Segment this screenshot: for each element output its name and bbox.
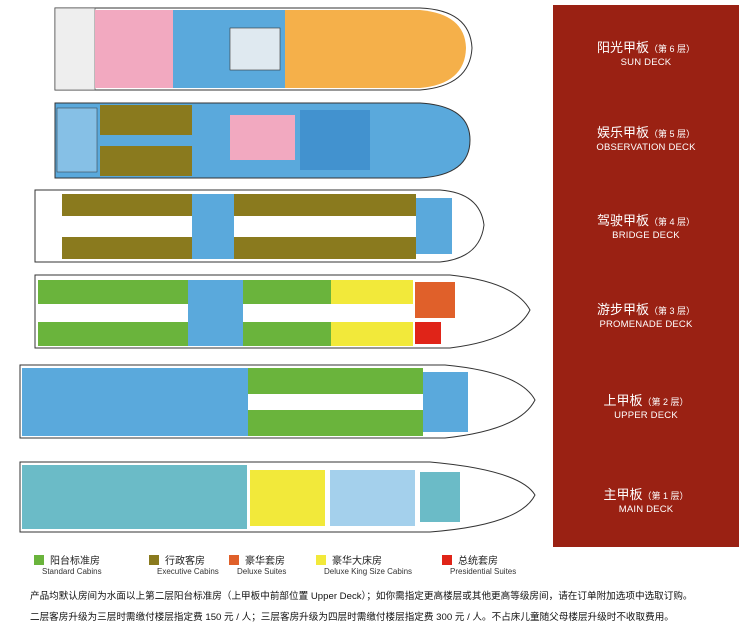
deck-label-sun: 阳光甲板（第 6 层） SUN DECK	[553, 40, 739, 69]
upper-standard-bottom	[248, 410, 423, 436]
upper-deck-plan	[19, 364, 536, 439]
deck-name-en: OBSERVATION DECK	[596, 142, 696, 153]
prom-standard-top-a	[38, 280, 188, 304]
prom-king-bottom	[331, 322, 413, 346]
sun-pink-area	[95, 10, 173, 88]
legend-label-cn: 豪华大床房	[332, 556, 382, 567]
deck-label-upper: 上甲板（第 2 层） UPPER DECK	[553, 393, 739, 422]
deck-level: （第 5 层）	[649, 129, 696, 139]
booking-note-line1: 产品均默认房间为水面以上第二层阳台标准房（上甲板中前部位置 Upper Deck…	[30, 591, 693, 602]
deck-name-en: UPPER DECK	[614, 410, 678, 421]
prom-standard-bottom-b	[243, 322, 331, 346]
obs-exec-row-top	[100, 105, 192, 135]
legend-label-cn: 阳台标准房	[50, 556, 100, 567]
legend-label-cn: 行政客房	[165, 556, 205, 567]
legend-label-en: Executive Cabins	[157, 567, 219, 576]
deck-level: （第 4 层）	[649, 217, 696, 227]
deck-plans	[19, 7, 536, 533]
legend-swatch	[442, 555, 452, 565]
obs-exec-row-bottom	[100, 146, 192, 176]
promenade-deck-plan	[34, 274, 531, 349]
legend-swatch	[149, 555, 159, 565]
prom-presidential-suite	[415, 322, 441, 344]
sun-orange-area	[285, 10, 466, 88]
deck-name-en: MAIN DECK	[618, 504, 674, 515]
deck-name-cn: 阳光甲板	[596, 40, 649, 55]
deck-label-main: 主甲板（第 1 层） MAIN DECK	[553, 487, 739, 516]
deck-name-cn: 上甲板	[603, 393, 643, 408]
legend-label-cn: 豪华套房	[245, 556, 285, 567]
main-king-area	[250, 470, 325, 526]
deck-name-cn: 驾驶甲板	[596, 213, 649, 228]
deck-name-en: PROMENADE DECK	[599, 319, 693, 330]
prom-standard-bottom-a	[38, 322, 188, 346]
legend-swatch	[34, 555, 44, 565]
deck-level: （第 3 层）	[649, 306, 696, 316]
deck-label-bridge: 驾驶甲板（第 4 层） BRIDGE DECK	[553, 213, 739, 242]
main-deck-plan	[19, 461, 536, 533]
deck-name-cn: 主甲板	[603, 487, 643, 502]
bridge-exec-top-a	[62, 194, 192, 216]
legend-swatch	[316, 555, 326, 565]
deck-name-en: SUN DECK	[620, 57, 672, 68]
legend-label-en: Standard Cabins	[42, 567, 102, 576]
observation-deck-plan	[54, 102, 471, 179]
bridge-exec-top-b	[234, 194, 416, 216]
legend-label-cn: 总统套房	[458, 556, 498, 567]
deck-name-en: BRIDGE DECK	[612, 230, 680, 241]
sun-deck-plan	[54, 7, 473, 91]
bridge-exec-bottom-a	[62, 237, 192, 259]
obs-pink-area	[230, 115, 295, 160]
deck-label-observation: 娱乐甲板（第 5 层） OBSERVATION DECK	[553, 125, 739, 154]
ship-deck-plan-diagram	[19, 7, 536, 533]
legend-label-en: Deluxe King Size Cabins	[324, 567, 413, 576]
cabin-legend: 阳台标准房 Standard Cabins 行政客房 Executive Cab…	[34, 552, 554, 582]
legend-label-en: Deluxe Suites	[237, 567, 287, 576]
bridge-deck-plan	[34, 189, 485, 263]
bridge-exec-bottom-b	[234, 237, 416, 259]
deck-name-cn: 游步甲板	[596, 302, 649, 317]
legend-swatch	[229, 555, 239, 565]
deck-name-cn: 娱乐甲板	[596, 125, 649, 140]
prom-king-top	[331, 280, 413, 304]
prom-deluxe-suite	[415, 282, 455, 318]
legend-label-en: Presidential Suites	[450, 567, 517, 576]
sun-aft-structure	[54, 7, 96, 91]
deck-label-promenade: 游步甲板（第 3 层） PROMENADE DECK	[553, 302, 739, 331]
booking-note-line2: 二层客房升级为三层时需缴付楼层指定费 150 元 / 人；三层客房升级为四层时需…	[30, 612, 674, 623]
deck-level: （第 6 层）	[649, 44, 696, 54]
deck-level: （第 2 层）	[642, 397, 689, 407]
deck-level: （第 1 层）	[642, 491, 689, 501]
deck-label-panel: 阳光甲板（第 6 层） SUN DECK 娱乐甲板（第 5 层） OBSERVA…	[553, 5, 739, 547]
upper-standard-top	[248, 368, 423, 394]
prom-standard-top-b	[243, 280, 331, 304]
